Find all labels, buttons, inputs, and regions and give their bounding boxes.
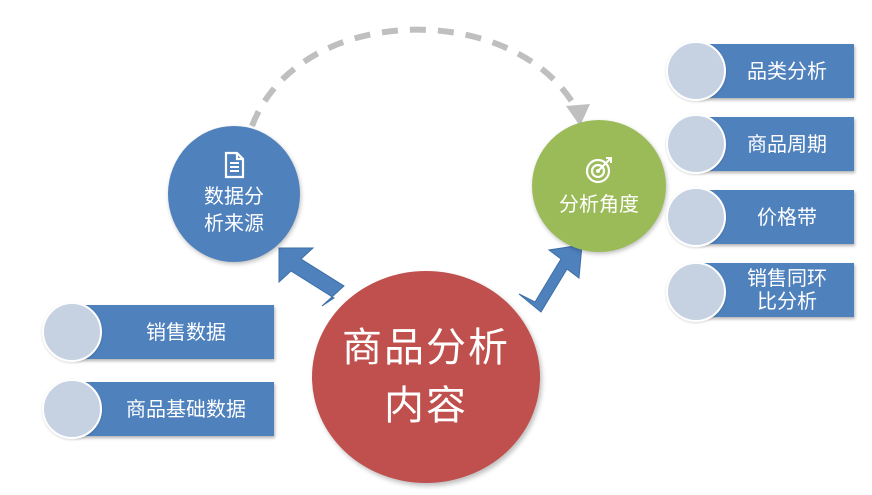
data-source-node-line2: 析来源 xyxy=(204,211,264,235)
target-icon xyxy=(585,157,612,184)
product-analysis-center-node: 商品分析 内容 xyxy=(312,271,540,483)
source-item-sales-data: 销售数据 xyxy=(74,305,274,359)
center-node-line1: 商品分析 xyxy=(342,325,510,371)
angle-item-bubble xyxy=(666,114,726,174)
angle-item-label: 价格带 xyxy=(757,205,817,229)
angle-item-label: 销售同环 比分析 xyxy=(747,267,827,313)
center-node-label: 商品分析 内容 xyxy=(342,319,510,435)
arrow-to-angle-node xyxy=(518,244,583,313)
angle-item-bubble xyxy=(666,262,726,322)
source-item-label: 销售数据 xyxy=(146,320,226,344)
angle-item-price-band: 价格带 xyxy=(698,190,854,244)
data-source-node-line1: 数据分 xyxy=(204,184,264,208)
angle-item-bubble xyxy=(666,41,726,101)
source-item-bubble xyxy=(42,302,102,362)
angle-item-label: 商品周期 xyxy=(747,132,827,156)
angle-item-line2: 比分析 xyxy=(757,289,817,313)
analysis-angle-node: 分析角度 xyxy=(532,120,666,252)
document-icon xyxy=(224,151,245,179)
data-source-node: 数据分 析来源 xyxy=(168,126,300,262)
source-item-label: 商品基础数据 xyxy=(126,397,246,421)
data-source-node-label: 数据分 析来源 xyxy=(204,183,264,237)
arrow-to-source-node xyxy=(278,247,345,307)
source-item-bubble xyxy=(42,379,102,439)
source-item-product-base-data: 商品基础数据 xyxy=(74,382,274,436)
dashed-curve-arrowhead xyxy=(566,104,590,126)
angle-item-line1: 销售同环 xyxy=(747,266,827,290)
angle-item-bubble xyxy=(666,187,726,247)
center-node-line2: 内容 xyxy=(384,383,468,429)
dashed-curve-arrow xyxy=(249,26,581,128)
angle-item-label: 品类分析 xyxy=(747,59,827,83)
analysis-angle-node-label: 分析角度 xyxy=(559,192,639,216)
